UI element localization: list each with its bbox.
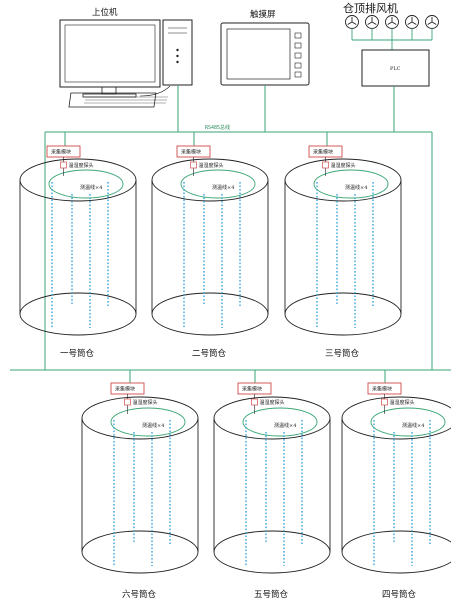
- collection-module-label: 采集模块: [181, 149, 201, 156]
- cable-label: 测温线×4: [80, 184, 102, 191]
- collection-module-label: 采集模块: [313, 149, 333, 156]
- probe-label: 温湿度探头: [390, 399, 415, 406]
- probe-icon: [60, 161, 67, 169]
- cable-ring: [242, 407, 318, 437]
- cable-ring: [180, 169, 256, 199]
- silo-bottom-ellipse: [19, 292, 137, 336]
- collection-module-label: 采集模块: [115, 386, 135, 393]
- fan-icon: [345, 15, 359, 40]
- cable-label: 测温线×4: [274, 422, 296, 429]
- plc-box: [361, 49, 430, 87]
- silo-bottom-ellipse: [284, 292, 402, 336]
- cable-ring: [48, 169, 124, 199]
- cable-label: 测温线×4: [345, 184, 367, 191]
- roof-fans-group: [345, 15, 439, 40]
- silo-label: 五号筒仓: [254, 589, 289, 600]
- fan-icon: [405, 15, 419, 40]
- cable-label: 测温线×4: [142, 422, 164, 429]
- probe-icon: [124, 398, 131, 406]
- silo-label: 六号筒仓: [122, 589, 157, 600]
- silo-label: 二号筒仓: [192, 348, 227, 359]
- collection-module-label: 采集模块: [372, 386, 392, 393]
- roof-fans-label: 仓顶排风机: [343, 1, 398, 15]
- rs485-bus: [10, 85, 451, 383]
- silo-label: 三号筒仓: [325, 348, 360, 359]
- touch-screen-icon: [220, 22, 310, 86]
- silo-label: 一号筒仓: [60, 348, 95, 359]
- keyboard-keys: [84, 96, 168, 104]
- cable-ring: [313, 169, 389, 199]
- silo-bottom-ellipse: [341, 530, 451, 574]
- probe-label: 温湿度探头: [69, 162, 94, 169]
- bus-label: RS485总线: [205, 124, 230, 131]
- silos-group: 采集模块温湿度探头测温线×4一号筒仓采集模块温湿度探头测温线×4二号筒仓采集模块…: [19, 145, 451, 600]
- probe-label: 温湿度探头: [260, 399, 285, 406]
- probe-icon: [381, 398, 388, 406]
- silo-bottom-ellipse: [213, 530, 331, 574]
- probe-icon: [322, 161, 329, 169]
- fan-icon: [425, 15, 439, 40]
- silo-bottom-ellipse: [81, 530, 199, 574]
- probe-label: 温湿度探头: [331, 162, 356, 169]
- collection-module-label: 采集模块: [242, 386, 262, 393]
- touch-screen-label: 触摸屏: [250, 9, 276, 20]
- host-pc-label: 上位机: [92, 7, 118, 18]
- silo-bottom-ellipse: [151, 292, 269, 336]
- plc-label: PLC: [390, 66, 401, 72]
- silo-label: 四号筒仓: [382, 589, 417, 600]
- fan-icon: [365, 15, 379, 40]
- host-pc-icon: [59, 19, 193, 108]
- fan-icon: [385, 15, 399, 40]
- cable-label: 测温线×4: [212, 184, 234, 191]
- cable-ring: [370, 407, 446, 437]
- probe-icon: [190, 161, 197, 169]
- cable-label: 测温线×4: [402, 422, 424, 429]
- probe-icon: [251, 398, 258, 406]
- cable-ring: [110, 407, 186, 437]
- probe-label: 温湿度探头: [133, 399, 158, 406]
- probe-label: 温湿度探头: [199, 162, 224, 169]
- collection-module-label: 采集模块: [51, 149, 71, 156]
